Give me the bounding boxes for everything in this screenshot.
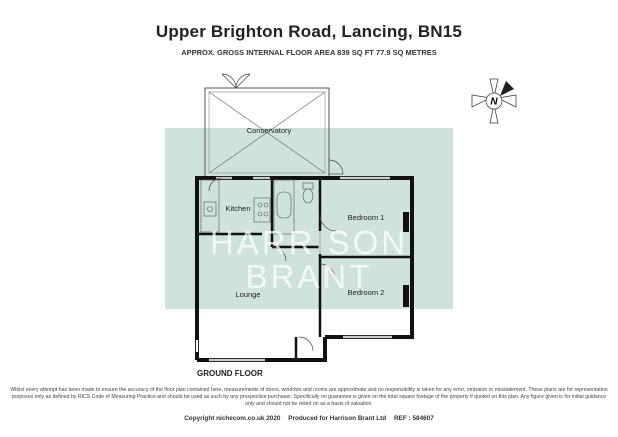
conservatory-label: Conservatory [247, 126, 292, 135]
bedroom2-label: Bedroom 2 [348, 288, 385, 297]
floor-area-subtitle: APPROX. GROSS INTERNAL FLOOR AREA 839 SQ… [181, 48, 437, 57]
footer-produced-for: Produced for Harrison Brant Ltd [288, 415, 387, 422]
kitchen-label: Kitchen [225, 204, 250, 213]
footer-ref: REF : 584607 [394, 415, 434, 422]
footer-copyright: Copyright nichecom.co.uk 2020 [184, 415, 281, 422]
compass-icon: N [471, 78, 517, 124]
bedroom1-label: Bedroom 1 [348, 213, 385, 222]
compass-label: N [490, 97, 498, 108]
bathroom-fittings [273, 179, 314, 235]
footer: Copyright nichecom.co.uk 2020 Produced f… [0, 415, 618, 422]
conservatory: Conservatory [204, 73, 344, 178]
lounge-label: Lounge [235, 290, 260, 299]
watermark-line1: HARRISON [210, 224, 408, 261]
door-swings [208, 177, 337, 352]
page-title: Upper Brighton Road, Lancing, BN15 [155, 22, 463, 41]
kitchen-fittings [200, 179, 271, 233]
disclaimer-text: Whilst every attempt has been made to en… [10, 387, 608, 408]
watermark-line2: BRANT [246, 258, 373, 295]
interior-walls [197, 178, 412, 360]
floor-level-label: GROUND FLOOR [197, 369, 263, 378]
